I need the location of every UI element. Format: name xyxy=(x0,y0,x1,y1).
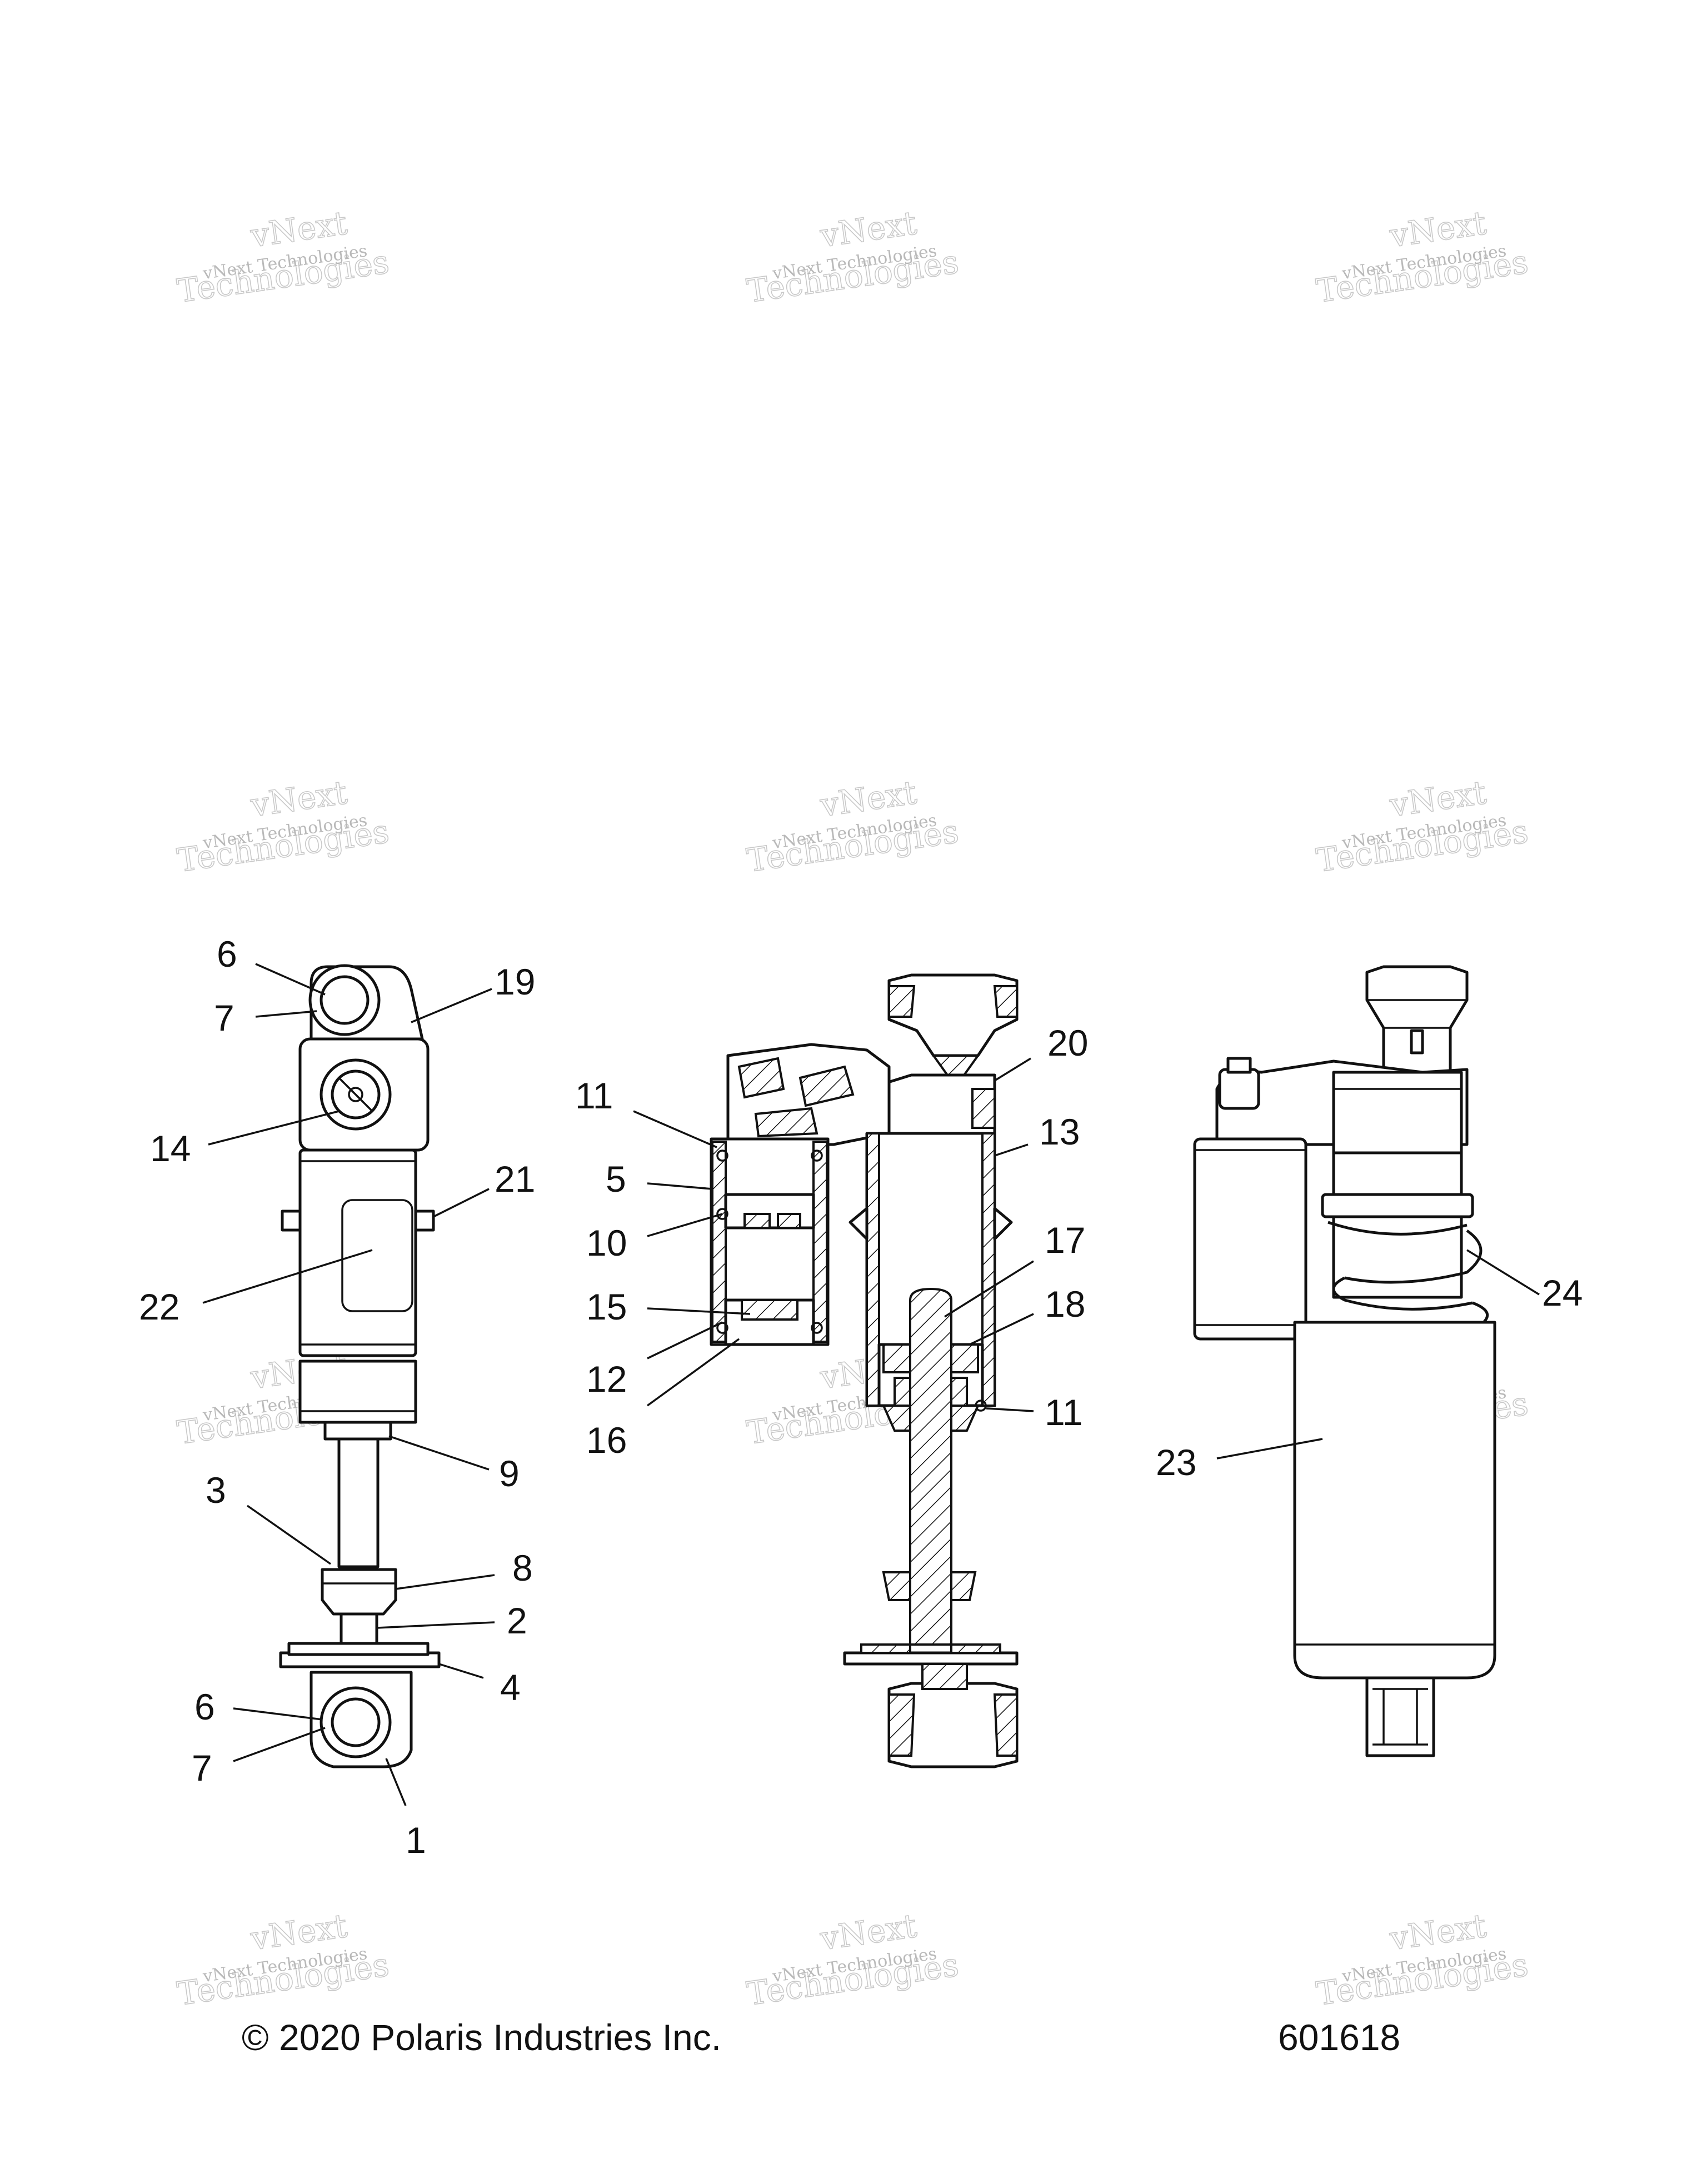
callout-1: 1 xyxy=(406,1820,426,1861)
callout-18: 18 xyxy=(1045,1283,1085,1325)
callout-16: 16 xyxy=(586,1420,627,1461)
callout-3: 3 xyxy=(206,1470,226,1511)
callout-14: 14 xyxy=(150,1128,191,1169)
callout-11-bottom: 11 xyxy=(1045,1392,1083,1433)
callout-17: 17 xyxy=(1045,1220,1085,1261)
callout-19: 19 xyxy=(495,961,535,1002)
callout-11-top: 11 xyxy=(575,1075,613,1116)
callout-6-bottom: 6 xyxy=(194,1686,215,1727)
callout-7-bottom: 7 xyxy=(192,1747,212,1788)
callout-7-top: 7 xyxy=(214,997,234,1038)
callout-10: 10 xyxy=(586,1222,627,1263)
callout-21: 21 xyxy=(495,1158,535,1200)
callout-9: 9 xyxy=(499,1453,520,1494)
callout-20: 20 xyxy=(1047,1022,1088,1063)
shock-section-view xyxy=(710,973,1019,1768)
callouts-right: 24 23 xyxy=(1156,1272,1583,1483)
diagram-number: 601618 xyxy=(1278,2017,1400,2058)
callout-4: 4 xyxy=(500,1667,521,1708)
callout-15: 15 xyxy=(586,1286,627,1327)
callout-2: 2 xyxy=(507,1600,527,1641)
callouts-middle: 20 11 13 5 10 17 15 18 12 11 16 xyxy=(575,1022,1088,1461)
shock-exterior-view xyxy=(279,964,441,1768)
leader-lines xyxy=(202,963,1540,1806)
callout-6-top: 6 xyxy=(217,933,237,974)
callout-8: 8 xyxy=(512,1547,533,1588)
copyright-notice: © 2020 Polaris Industries Inc. xyxy=(242,2017,721,2058)
callouts-left: 6 7 19 14 21 22 9 3 8 2 4 6 7 1 xyxy=(139,933,535,1861)
callout-22: 22 xyxy=(139,1286,179,1327)
callout-12: 12 xyxy=(586,1358,627,1400)
callout-23: 23 xyxy=(1156,1442,1196,1483)
callout-5: 5 xyxy=(606,1158,626,1200)
callout-24: 24 xyxy=(1542,1272,1583,1313)
callout-13: 13 xyxy=(1039,1111,1080,1152)
shock-with-spring-view xyxy=(1193,965,1496,1757)
